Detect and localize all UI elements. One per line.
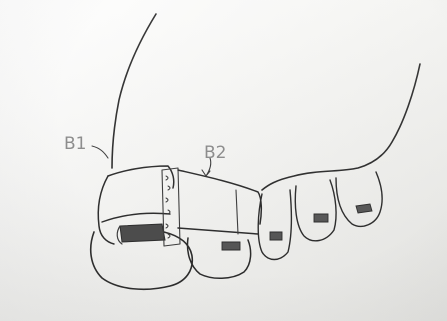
band-b2-bottom xyxy=(178,228,258,234)
foot-outline-left xyxy=(112,14,156,168)
fourth-toe-nail xyxy=(314,214,328,222)
second-toe-nail xyxy=(222,242,240,250)
third-toe xyxy=(258,190,291,260)
b1-arrow xyxy=(92,146,108,158)
label-b2: B2 xyxy=(204,143,226,163)
band-b1-front xyxy=(98,176,114,244)
fifth-toe-nail xyxy=(356,204,372,213)
band-b1-shading xyxy=(120,224,165,242)
band-b1-bottom-edge xyxy=(102,213,170,222)
third-toe-nail xyxy=(270,232,282,240)
band-b2-seam xyxy=(236,190,238,234)
label-b1: B1 xyxy=(64,134,86,154)
second-toe xyxy=(188,238,251,278)
fifth-toe xyxy=(336,172,382,226)
band-b2-top xyxy=(178,170,261,224)
fourth-toe xyxy=(295,180,336,241)
foot-outline-right xyxy=(262,64,420,190)
connector-stitching xyxy=(166,176,170,238)
